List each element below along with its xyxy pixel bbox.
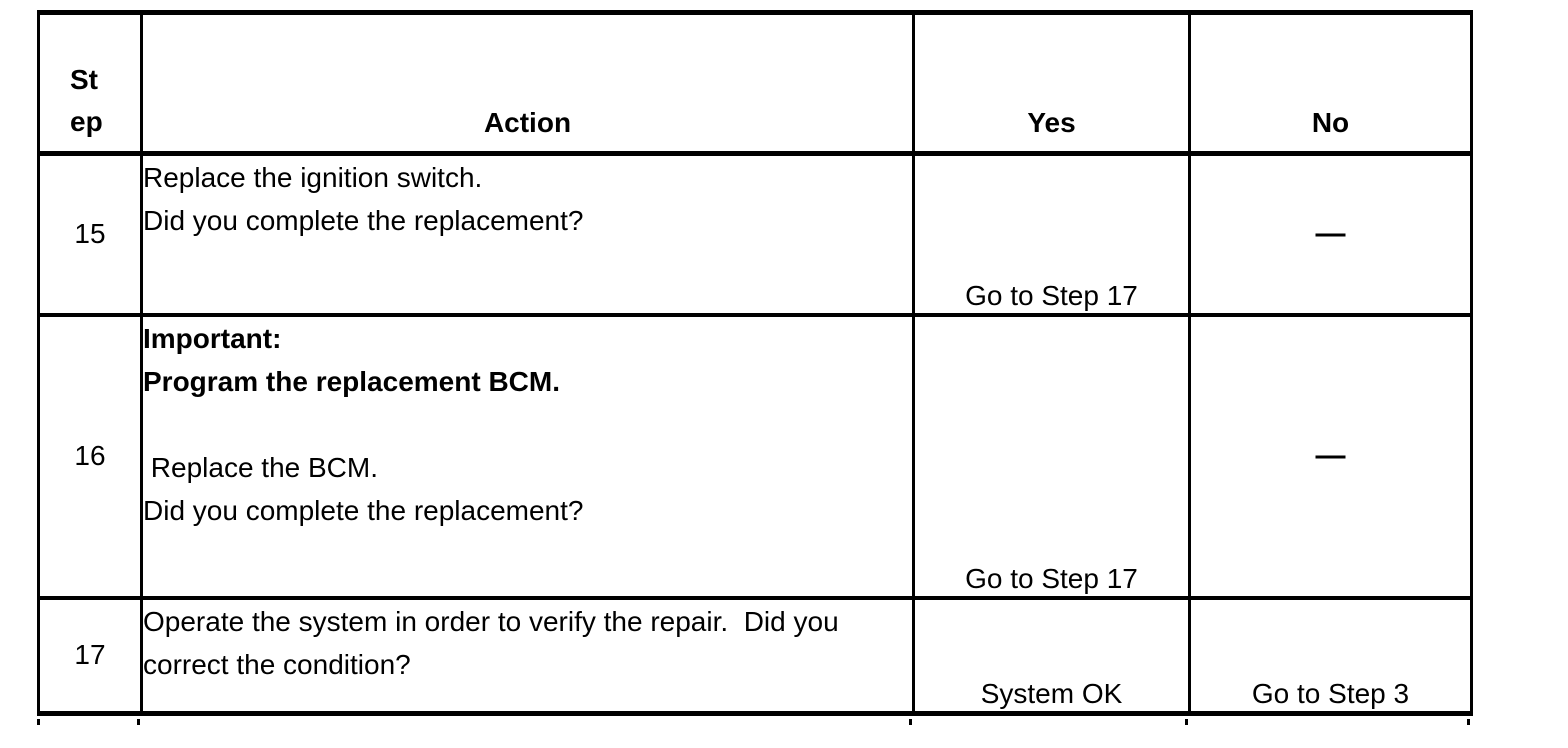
column-header-no: No bbox=[1188, 10, 1473, 156]
action-cell: Replace the ignition switch. Did you com… bbox=[140, 151, 915, 317]
step-number: 15 bbox=[37, 151, 143, 317]
table-continuation-stub bbox=[909, 719, 912, 725]
table-continuation-stub bbox=[137, 719, 140, 725]
action-line: Replace the ignition switch. bbox=[143, 162, 483, 193]
no-cell: Go to Step 3 bbox=[1188, 595, 1473, 716]
diagnostic-table-container: Step Action Yes No 15 Replace the igniti… bbox=[37, 10, 1473, 725]
column-header-step: Step bbox=[37, 10, 143, 156]
no-cell: — bbox=[1188, 151, 1473, 317]
header-row: Step Action Yes No bbox=[37, 10, 1473, 156]
action-line: correct the condition? bbox=[143, 648, 411, 680]
table-row-step-17: 17 Operate the system in order to verify… bbox=[37, 595, 1473, 716]
table-row-step-15: 15 Replace the ignition switch. Did you … bbox=[37, 151, 1473, 317]
action-line: Did you complete the replacement? bbox=[143, 494, 584, 526]
action-line: Did you complete the replacement? bbox=[143, 205, 584, 236]
table-continuation-stub bbox=[1467, 719, 1470, 725]
yes-cell: Go to Step 17 bbox=[912, 312, 1191, 600]
table-continuation-stub bbox=[1185, 719, 1188, 725]
action-line-blank bbox=[145, 403, 911, 446]
yes-cell: System OK bbox=[912, 595, 1191, 716]
column-header-yes: Yes bbox=[912, 10, 1191, 156]
action-cell: Important: Program the replacement BCM. … bbox=[140, 312, 915, 600]
action-line-important: Program the replacement BCM. bbox=[143, 365, 561, 397]
table-continuation-stub bbox=[37, 719, 40, 725]
action-line-important: Important: bbox=[143, 322, 282, 354]
action-line: Operate the system in order to verify th… bbox=[143, 605, 839, 637]
yes-cell: Go to Step 17 bbox=[912, 151, 1191, 317]
step-number: 17 bbox=[37, 595, 143, 716]
action-line: Replace the BCM. bbox=[143, 451, 378, 483]
diagnostic-table: Step Action Yes No 15 Replace the igniti… bbox=[37, 10, 1473, 716]
column-header-action: Action bbox=[140, 10, 915, 156]
table-row-step-16: 16 Important: Program the replacement BC… bbox=[37, 312, 1473, 600]
column-header-step-label: Step bbox=[70, 64, 103, 137]
no-cell: — bbox=[1188, 312, 1473, 600]
step-number: 16 bbox=[37, 312, 143, 600]
action-cell: Operate the system in order to verify th… bbox=[140, 595, 915, 716]
